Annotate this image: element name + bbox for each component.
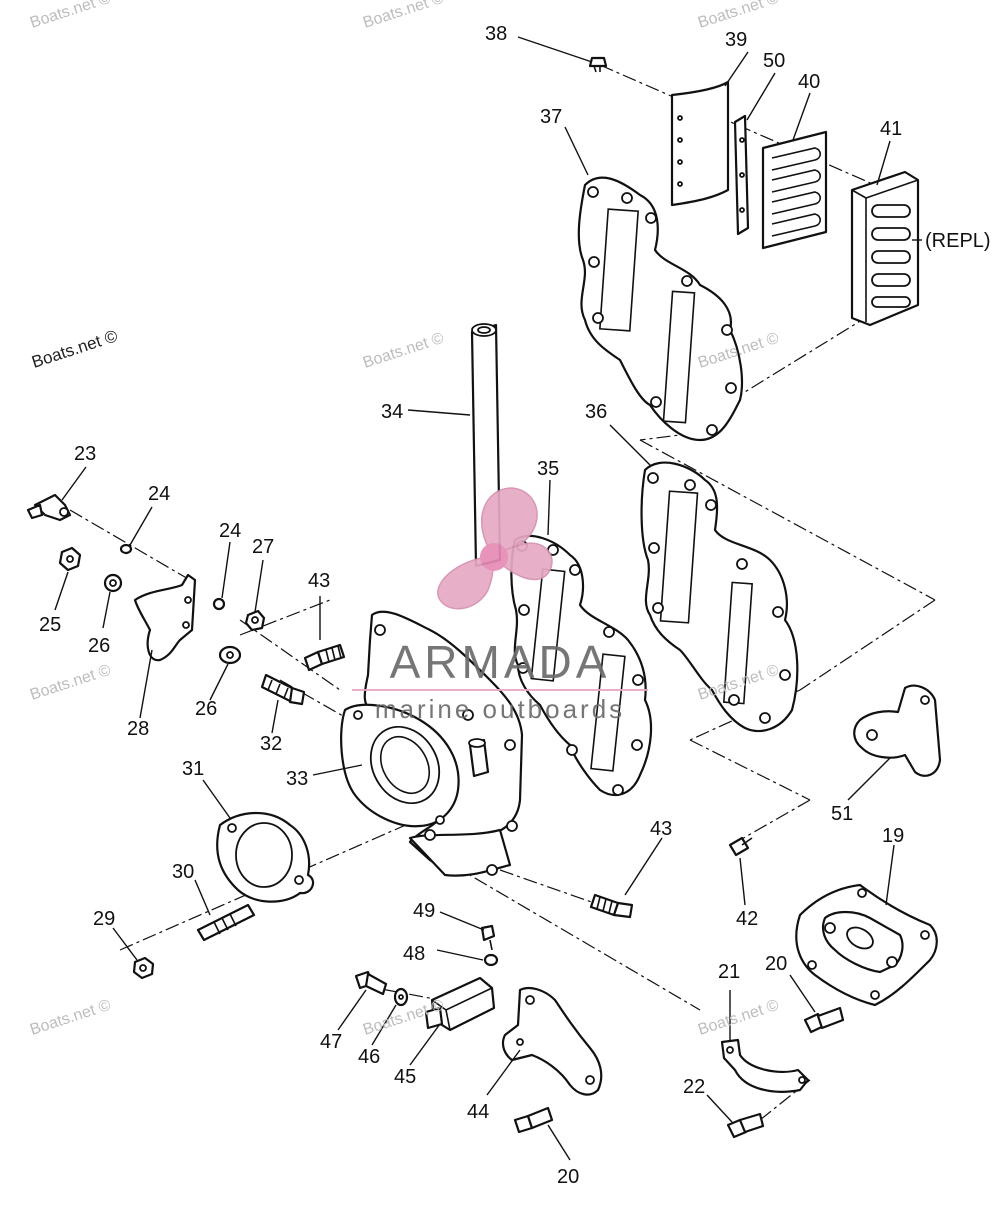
callout-34: 34 xyxy=(381,401,403,423)
callout-39: 39 xyxy=(725,29,747,51)
part-42-screw xyxy=(728,836,753,857)
part-27-nut xyxy=(244,609,266,632)
callout-28: 28 xyxy=(127,718,149,740)
leader-lines xyxy=(54,36,922,1161)
callout-51: 51 xyxy=(831,803,853,825)
callout-23: 23 xyxy=(74,443,96,465)
callout-36: 36 xyxy=(585,401,607,423)
watermark-text: Boats.net © xyxy=(361,0,446,32)
part-19-cover xyxy=(795,883,938,1007)
part-31-flange-gasket xyxy=(216,811,315,903)
repl-note: (REPL) xyxy=(925,230,991,252)
callout-19: 19 xyxy=(882,825,904,847)
callout-42: 42 xyxy=(736,908,758,930)
watermark-text: Boats.net © xyxy=(696,997,781,1039)
callout-38: 38 xyxy=(485,23,507,45)
callout-25: 25 xyxy=(39,614,61,636)
part-33-intake-body xyxy=(340,610,524,877)
callout-48: 48 xyxy=(403,943,425,965)
callout-21: 21 xyxy=(718,961,740,983)
callout-35: 35 xyxy=(537,458,559,480)
part-37-gasket xyxy=(577,176,744,442)
part-23-fitting xyxy=(26,493,72,522)
callout-labels: 38 39 50 40 41 (REPL) 37 36 34 35 23 24 … xyxy=(39,23,991,1188)
part-21-clamp xyxy=(720,1038,810,1093)
callout-47: 47 xyxy=(320,1031,342,1053)
callout-32: 32 xyxy=(260,733,282,755)
part-49-screw xyxy=(480,924,496,951)
callout-40: 40 xyxy=(798,71,820,93)
callout-29: 29 xyxy=(93,908,115,930)
part-51-bracket xyxy=(853,684,942,777)
propeller-logo-icon xyxy=(437,487,553,610)
part-48-washer xyxy=(483,953,499,967)
callout-43: 43 xyxy=(308,570,330,592)
part-25-nut xyxy=(58,546,82,572)
part-47-screw xyxy=(354,970,388,996)
brand-tagline: marine outboards xyxy=(375,694,625,724)
callout-41: 41 xyxy=(880,118,902,140)
callout-45: 45 xyxy=(394,1066,416,1088)
part-50-retainer xyxy=(733,114,750,236)
callout-26: 26 xyxy=(195,698,217,720)
part-30-stud xyxy=(196,903,256,942)
part-39-reed-stop xyxy=(670,80,730,207)
part-46-washer xyxy=(393,987,409,1007)
callout-49: 49 xyxy=(413,900,435,922)
watermark-text: Boats.net © xyxy=(28,997,113,1039)
callout-26: 26 xyxy=(88,635,110,657)
part-40-reed-petals xyxy=(761,130,828,250)
watermark-text: Boats.net © xyxy=(28,0,113,32)
watermark-text: Boats.net © xyxy=(28,662,113,704)
callout-31: 31 xyxy=(182,758,204,780)
part-35-gasket xyxy=(510,535,653,797)
part-43-bolts xyxy=(303,643,634,919)
part-29-nut xyxy=(132,956,155,980)
part-28-lever xyxy=(133,573,197,662)
part-36-gasket xyxy=(640,461,799,733)
watermark-text: Boats.net © xyxy=(361,330,446,372)
part-26-washers xyxy=(103,573,242,665)
site-credit-text: Boats.net © xyxy=(29,326,120,372)
watermark-text: Boats.net © xyxy=(696,0,781,32)
callout-37: 37 xyxy=(540,106,562,128)
callout-24: 24 xyxy=(148,483,170,505)
callout-20: 20 xyxy=(765,953,787,975)
part-38-screw xyxy=(588,56,608,73)
callout-20: 20 xyxy=(557,1166,579,1188)
part-20-screws xyxy=(513,1006,845,1134)
part-22-screw xyxy=(726,1112,765,1139)
callout-33: 33 xyxy=(286,768,308,790)
part-41-reed-block xyxy=(850,170,920,327)
callout-50: 50 xyxy=(763,50,785,72)
part-32-stud xyxy=(260,673,306,706)
callout-22: 22 xyxy=(683,1076,705,1098)
callout-44: 44 xyxy=(467,1101,489,1123)
callout-43: 43 xyxy=(650,818,672,840)
part-44-bracket xyxy=(501,986,603,1096)
brand-name: ARMADA xyxy=(390,636,611,688)
callout-27: 27 xyxy=(252,536,274,558)
part-24-washers xyxy=(119,543,226,611)
callout-30: 30 xyxy=(172,861,194,883)
callout-24: 24 xyxy=(219,520,241,542)
part-45-switch xyxy=(424,976,496,1032)
callout-46: 46 xyxy=(358,1046,380,1068)
brand-logo: ARMADA marine outboards xyxy=(352,487,648,724)
